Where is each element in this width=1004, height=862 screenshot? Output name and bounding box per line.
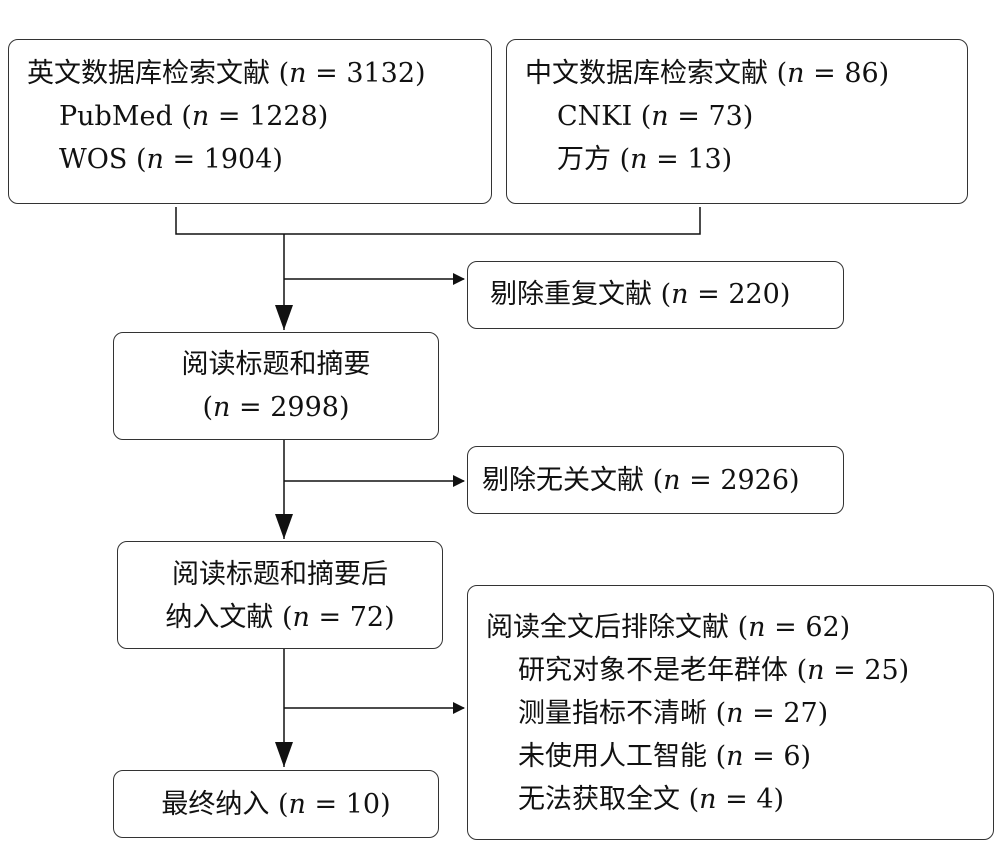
exclusion-reason-item: 研究对象不是老年群体 (n = 25): [518, 655, 910, 686]
cnki-count: CNKI (n = 73): [557, 101, 754, 132]
exclusion-reason-item: 无法获取全文 (n = 4): [518, 784, 785, 815]
excluded-fulltext-box: 阅读全文后排除文献 (n = 62) 研究对象不是老年群体 (n = 25) 测…: [467, 585, 994, 840]
english-database-title: 英文数据库检索文献 (n = 3132): [27, 58, 426, 89]
final-included-box: 最终纳入 (n = 10): [113, 770, 439, 838]
exclusion-reason-item: 测量指标不清晰 (n = 27): [518, 698, 829, 729]
read-title-abstract-count: (n = 2998): [202, 392, 350, 423]
excluded-fulltext-title: 阅读全文后排除文献 (n = 62): [486, 612, 851, 643]
exclusion-reason-item: 未使用人工智能 (n = 6): [518, 741, 812, 772]
wanfang-count: 万方 (n = 13): [557, 144, 733, 175]
merge-bracket-line: [175, 207, 701, 235]
remove-duplicates-box: 剔除重复文献 (n = 220): [467, 261, 844, 329]
remove-irrelevant-label: 剔除无关文献 (n = 2926): [482, 465, 800, 496]
remove-irrelevant-box: 剔除无关文献 (n = 2926): [467, 446, 844, 514]
remove-duplicates-label: 剔除重复文献 (n = 220): [490, 279, 791, 310]
included-after-screening-box: 阅读标题和摘要后 纳入文献 (n = 72): [117, 541, 443, 649]
english-database-box: 英文数据库检索文献 (n = 3132) PubMed (n = 1228) W…: [8, 39, 492, 204]
chinese-database-title: 中文数据库检索文献 (n = 86): [525, 58, 890, 89]
read-title-abstract-box: 阅读标题和摘要 (n = 2998): [113, 332, 439, 440]
included-after-screening-line2: 纳入文献 (n = 72): [165, 602, 395, 633]
final-included-label: 最终纳入 (n = 10): [161, 789, 391, 820]
wos-count: WOS (n = 1904): [59, 144, 283, 175]
included-after-screening-line1: 阅读标题和摘要后: [172, 559, 388, 590]
pubmed-count: PubMed (n = 1228): [59, 101, 329, 132]
read-title-abstract-label: 阅读标题和摘要: [181, 349, 371, 380]
chinese-database-box: 中文数据库检索文献 (n = 86) CNKI (n = 73) 万方 (n =…: [506, 39, 968, 204]
